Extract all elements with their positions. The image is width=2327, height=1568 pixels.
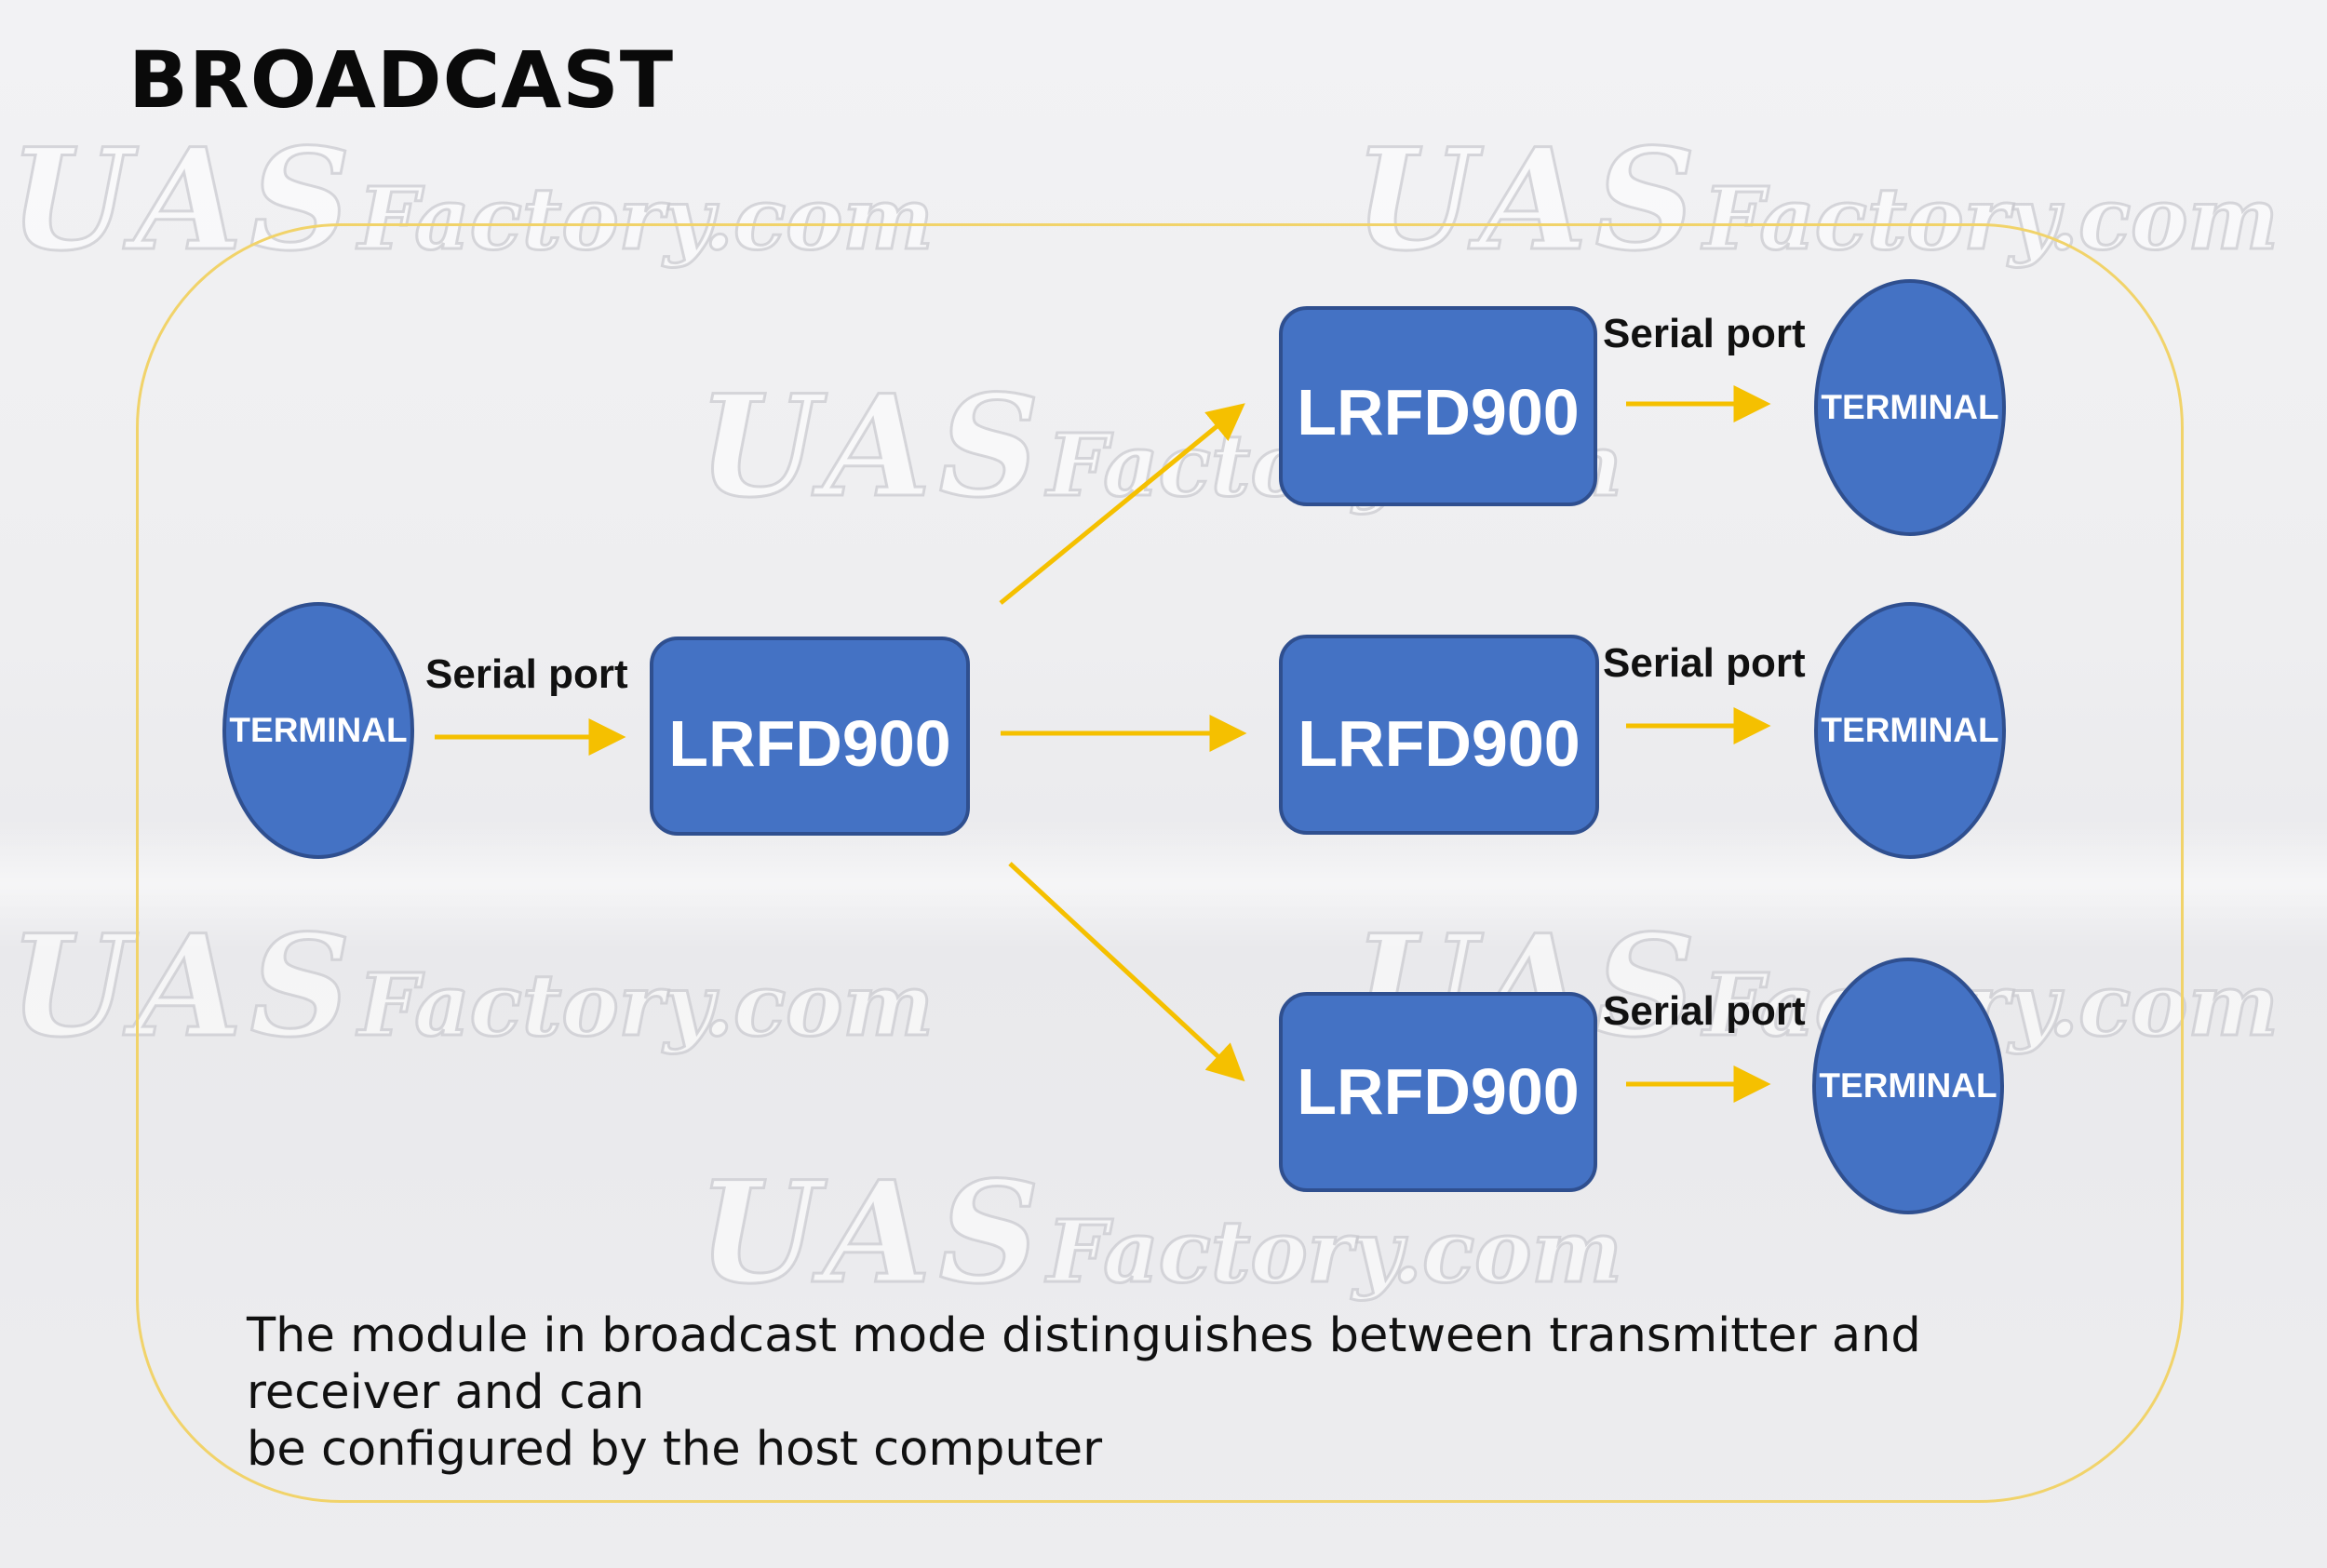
- module-label: LRFD900: [1297, 1055, 1579, 1128]
- terminal-label: TERMINAL: [1821, 388, 1998, 426]
- serial-port-label: Serial port: [1603, 311, 1806, 356]
- receiver-module-middle: LRFD900: [1279, 635, 1599, 835]
- terminal-label: TERMINAL: [229, 711, 407, 749]
- module-label: LRFD900: [668, 707, 950, 780]
- terminal-label: TERMINAL: [1821, 711, 1998, 749]
- arrow-source-to-module-bottom: [1008, 862, 1245, 1082]
- page-title: BROADCAST: [128, 34, 675, 126]
- caption-line-2: be configured by the host computer: [247, 1422, 1103, 1477]
- watermark-4: UASFactory.com: [8, 905, 935, 1068]
- diagram-frame: [136, 223, 2184, 1503]
- watermark-1: UASFactory.com: [8, 118, 935, 282]
- source-terminal: TERMINAL: [222, 602, 414, 859]
- serial-port-label: Serial port: [1603, 988, 1806, 1034]
- source-module: LRFD900: [650, 637, 970, 836]
- module-label: LRFD900: [1297, 376, 1579, 449]
- diagram-caption: The module in broadcast mode distinguish…: [247, 1307, 2108, 1478]
- watermark-6: UASFactory.com: [697, 1151, 1624, 1315]
- caption-line-1: The module in broadcast mode distinguish…: [247, 1308, 1921, 1420]
- serial-port-label: Serial port: [1603, 640, 1806, 686]
- receiver-module-top: LRFD900: [1279, 306, 1597, 506]
- serial-port-label: Serial port: [425, 651, 628, 697]
- receiver-module-bottom: LRFD900: [1279, 992, 1597, 1192]
- terminal-label: TERMINAL: [1819, 1066, 1997, 1105]
- arrow-source-to-module-top: [999, 403, 1245, 605]
- module-label: LRFD900: [1298, 707, 1580, 780]
- receiver-terminal-middle: TERMINAL: [1814, 602, 2006, 859]
- receiver-terminal-bottom: TERMINAL: [1812, 958, 2004, 1214]
- receiver-terminal-top: TERMINAL: [1814, 279, 2006, 536]
